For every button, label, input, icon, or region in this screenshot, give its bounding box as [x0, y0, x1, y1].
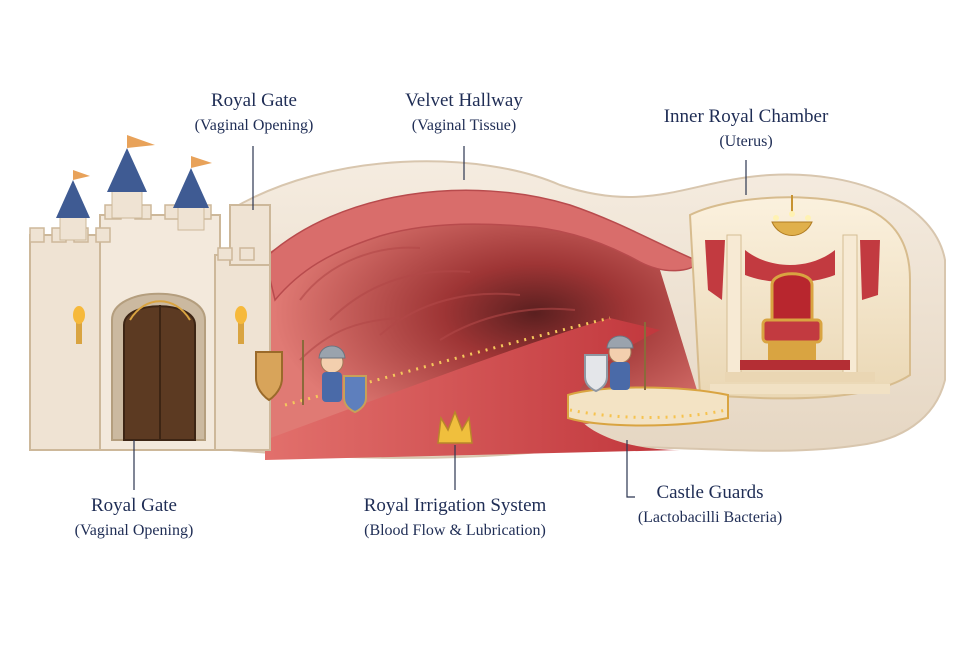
label-royal-irrigation-system: Royal Irrigation System (Blood Flow & Lu…	[345, 495, 565, 540]
chamber-step-2	[725, 372, 875, 382]
label-royal-gate-bottom-title: Royal Gate	[90, 495, 177, 516]
flag-center-icon	[127, 135, 155, 148]
spire-roof-left	[56, 180, 90, 218]
chamber-column-right	[842, 234, 858, 376]
spire-roof-center	[107, 148, 147, 192]
chandelier-icon	[771, 195, 813, 236]
label-royal-gate-top: Royal Gate (Vaginal Opening)	[169, 90, 339, 135]
chamber-curtain-right	[860, 240, 880, 300]
label-royal-gate-bottom-subtitle: (Vaginal Opening)	[74, 521, 194, 539]
castle-guard-1-icon	[302, 340, 367, 414]
label-inner-royal-chamber-subtitle: (Uterus)	[719, 132, 773, 150]
label-royal-gate-top-subtitle: (Vaginal Opening)	[194, 116, 314, 134]
label-royal-gate-top-title: Royal Gate	[210, 90, 297, 111]
crown-icon	[437, 409, 473, 444]
throne-icon	[761, 272, 823, 360]
castle-wall-left	[29, 234, 111, 451]
label-royal-gate-bottom: Royal Gate (Vaginal Opening)	[49, 495, 219, 540]
leader-guards	[626, 440, 635, 498]
chamber-step-3	[710, 384, 890, 394]
chamber-step-1	[740, 360, 850, 370]
chamber-column-left	[726, 234, 742, 376]
flag-left-icon	[73, 170, 90, 180]
leader-lines	[133, 146, 747, 498]
label-velvet-hallway-title: Velvet Hallway	[405, 90, 523, 111]
tunnel-ribs	[299, 246, 576, 361]
torch-left-icon	[73, 306, 85, 344]
label-royal-irrigation-system-title: Royal Irrigation System	[363, 495, 547, 516]
golden-platform	[567, 386, 729, 427]
torch-right-icon	[235, 306, 247, 344]
spire-roof-right	[173, 168, 209, 208]
label-inner-royal-chamber: Inner Royal Chamber (Uterus)	[648, 106, 844, 151]
label-royal-irrigation-system-subtitle: (Blood Flow & Lubrication)	[364, 521, 546, 539]
label-castle-guards-title: Castle Guards	[656, 482, 764, 503]
label-castle-guards-subtitle: (Lactobacilli Bacteria)	[637, 508, 783, 526]
label-castle-guards: Castle Guards (Lactobacilli Bacteria)	[620, 482, 800, 527]
chamber-curtain-left	[705, 240, 725, 300]
label-velvet-hallway: Velvet Hallway (Vaginal Tissue)	[379, 90, 549, 135]
chamber-curtain-back	[745, 250, 835, 283]
label-velvet-hallway-subtitle: (Vaginal Tissue)	[411, 116, 517, 134]
flag-right-icon	[191, 156, 212, 168]
shield-icon	[255, 351, 283, 402]
label-inner-royal-chamber-title: Inner Royal Chamber	[663, 106, 829, 127]
castle-gatehouse	[29, 135, 271, 451]
velvet-drape	[264, 189, 702, 302]
red-carpet	[265, 318, 680, 460]
castle-guard-2-icon	[584, 322, 646, 393]
